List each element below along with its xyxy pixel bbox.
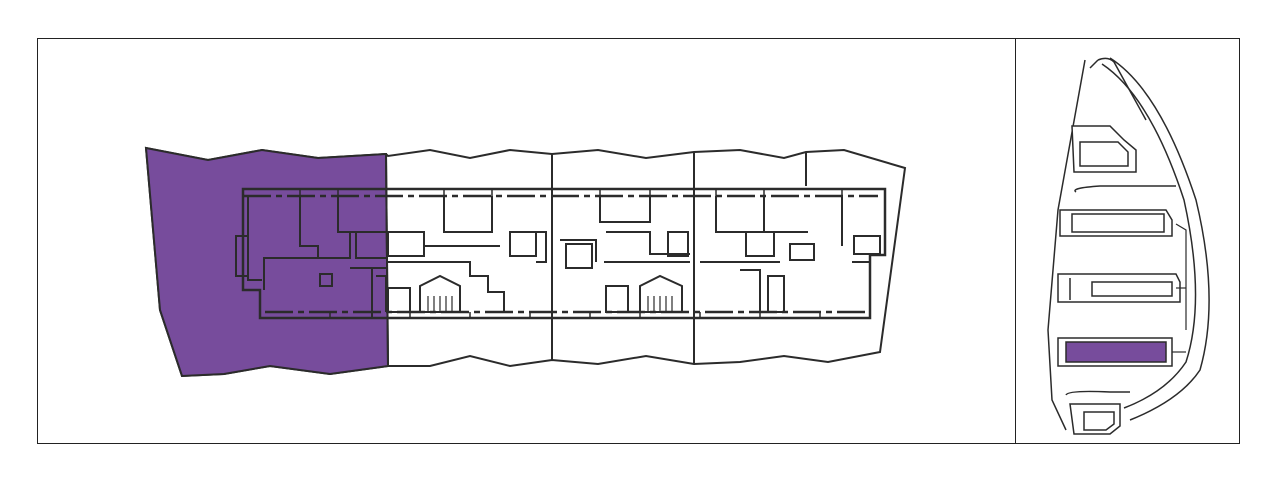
corridor-ticks: [299, 189, 843, 318]
building-core-outline: [241, 187, 887, 320]
site-road-outline: [1047, 57, 1210, 431]
site-paths: [1172, 223, 1187, 353]
interior-walls: [235, 196, 881, 318]
panel-divider: [1015, 38, 1016, 444]
building-row-3-highlighted[interactable]: [1057, 337, 1173, 367]
site-buildings: [1057, 125, 1181, 435]
drawing-frame: [37, 38, 1240, 444]
